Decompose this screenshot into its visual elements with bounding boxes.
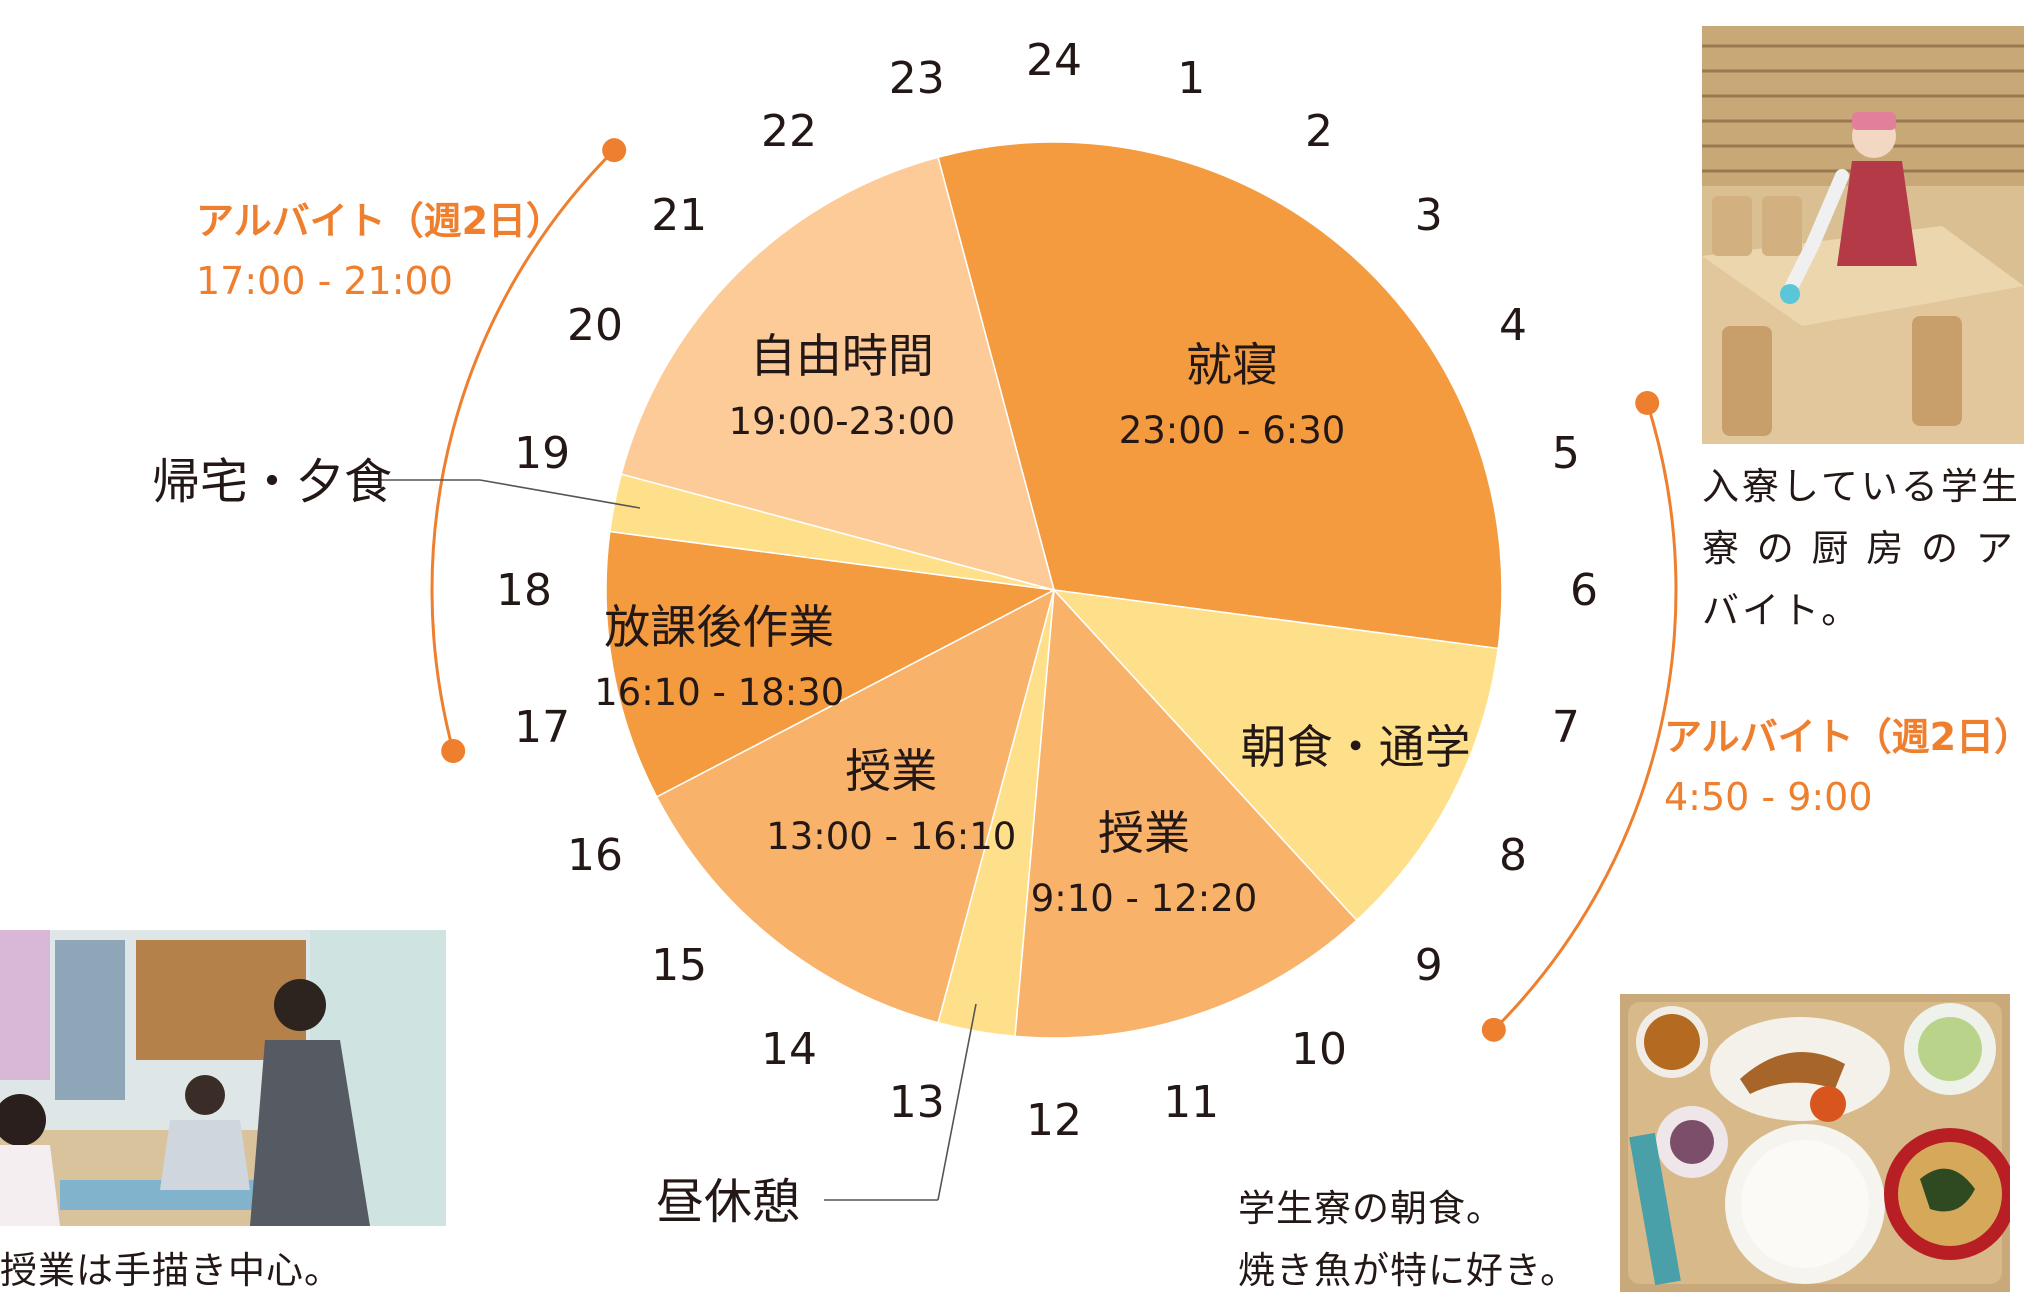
hour-label-13: 13 bbox=[889, 1077, 945, 1128]
segment-time-0: 23:00 - 6:30 bbox=[1119, 409, 1346, 452]
hour-label-11: 11 bbox=[1163, 1077, 1219, 1128]
hour-label-22: 22 bbox=[761, 106, 817, 157]
kitchen-photo bbox=[1702, 26, 2024, 444]
part-time-title-0: アルバイト（週2日） bbox=[196, 199, 564, 243]
lunch-callout: 昼休憩 bbox=[656, 1174, 800, 1230]
hour-label-21: 21 bbox=[651, 190, 707, 241]
hour-label-23: 23 bbox=[889, 53, 945, 104]
hour-label-7: 7 bbox=[1552, 702, 1580, 753]
breakfast-caption-line-2: 焼き魚が特に好き。 bbox=[1238, 1249, 1579, 1292]
part-time-time-1: 4:50 - 9:00 bbox=[1664, 775, 1873, 819]
segment-time-2: 9:10 - 12:20 bbox=[1031, 877, 1258, 920]
pie-slice-0 bbox=[937, 141, 1503, 650]
kitchen-caption: 入寮している学生 寮 の 厨 房 の ア ル バイト。 bbox=[1702, 456, 2024, 642]
pie-slice-5 bbox=[605, 530, 1057, 798]
hour-label-6: 6 bbox=[1570, 565, 1598, 616]
segment-time-5: 16:10 - 18:30 bbox=[594, 671, 844, 714]
hour-label-12: 12 bbox=[1026, 1095, 1082, 1146]
segment-label-0: 就寝 bbox=[1186, 338, 1278, 392]
part-time-time-0: 17:00 - 21:00 bbox=[196, 259, 453, 303]
hour-label-2: 2 bbox=[1305, 106, 1333, 157]
hour-label-16: 16 bbox=[567, 830, 623, 881]
hour-label-14: 14 bbox=[761, 1024, 817, 1075]
part-time-arc-1 bbox=[1492, 402, 1678, 1031]
hour-label-19: 19 bbox=[514, 428, 570, 479]
breakfast-photo bbox=[1620, 994, 2010, 1292]
class-photo bbox=[0, 930, 446, 1226]
segment-label-4: 授業 bbox=[845, 744, 937, 798]
hour-label-10: 10 bbox=[1291, 1024, 1347, 1075]
lunch-leader-line-2 bbox=[937, 1003, 977, 1201]
kitchen-caption-line-2: 寮 の 厨 房 の ア ル bbox=[1702, 527, 2024, 570]
breakfast-caption-line-1: 学生寮の朝食。 bbox=[1238, 1187, 1504, 1230]
part-time-dot-1-0 bbox=[1635, 390, 1660, 415]
segment-label-2: 授業 bbox=[1098, 806, 1190, 860]
part-time-dot-0-1 bbox=[602, 138, 627, 163]
dinner-leader-line-2 bbox=[479, 479, 641, 509]
hour-label-17: 17 bbox=[514, 702, 570, 753]
kitchen-caption-line-3: バイト。 bbox=[1702, 589, 1862, 632]
part-time-arc-0 bbox=[430, 149, 616, 752]
hour-label-8: 8 bbox=[1499, 830, 1527, 881]
hour-label-24: 24 bbox=[1026, 35, 1082, 86]
hour-label-15: 15 bbox=[651, 940, 707, 991]
dinner-callout: 帰宅・夕食 bbox=[152, 454, 392, 510]
hour-label-4: 4 bbox=[1499, 300, 1527, 351]
hour-label-5: 5 bbox=[1552, 428, 1580, 479]
hour-label-9: 9 bbox=[1415, 940, 1443, 991]
hour-label-3: 3 bbox=[1415, 190, 1443, 241]
hour-label-20: 20 bbox=[567, 300, 623, 351]
pie-slice-2 bbox=[1014, 588, 1358, 1039]
segment-time-4: 13:00 - 16:10 bbox=[766, 815, 1016, 858]
breakfast-caption: 学生寮の朝食。 焼き魚が特に好き。 bbox=[1238, 1178, 1578, 1302]
segment-label-7: 自由時間 bbox=[750, 329, 934, 383]
part-time-title-1: アルバイト（週2日） bbox=[1664, 715, 2024, 759]
part-time-dot-0-0 bbox=[441, 738, 466, 763]
pie-slice-7 bbox=[620, 156, 1056, 592]
hour-label-1: 1 bbox=[1177, 53, 1205, 104]
pie-slice-1 bbox=[1052, 588, 1500, 922]
segment-label-1: 朝食・通学 bbox=[1241, 720, 1471, 774]
segment-time-7: 19:00-23:00 bbox=[729, 400, 956, 443]
segment-label-5: 放課後作業 bbox=[604, 600, 834, 654]
kitchen-caption-line-1: 入寮している学生 bbox=[1702, 465, 2021, 508]
pie-slice-4 bbox=[655, 588, 1056, 1024]
class-caption: 授業は手描き中心。 bbox=[0, 1249, 342, 1292]
part-time-dot-1-1 bbox=[1481, 1017, 1506, 1042]
hour-label-18: 18 bbox=[496, 565, 552, 616]
